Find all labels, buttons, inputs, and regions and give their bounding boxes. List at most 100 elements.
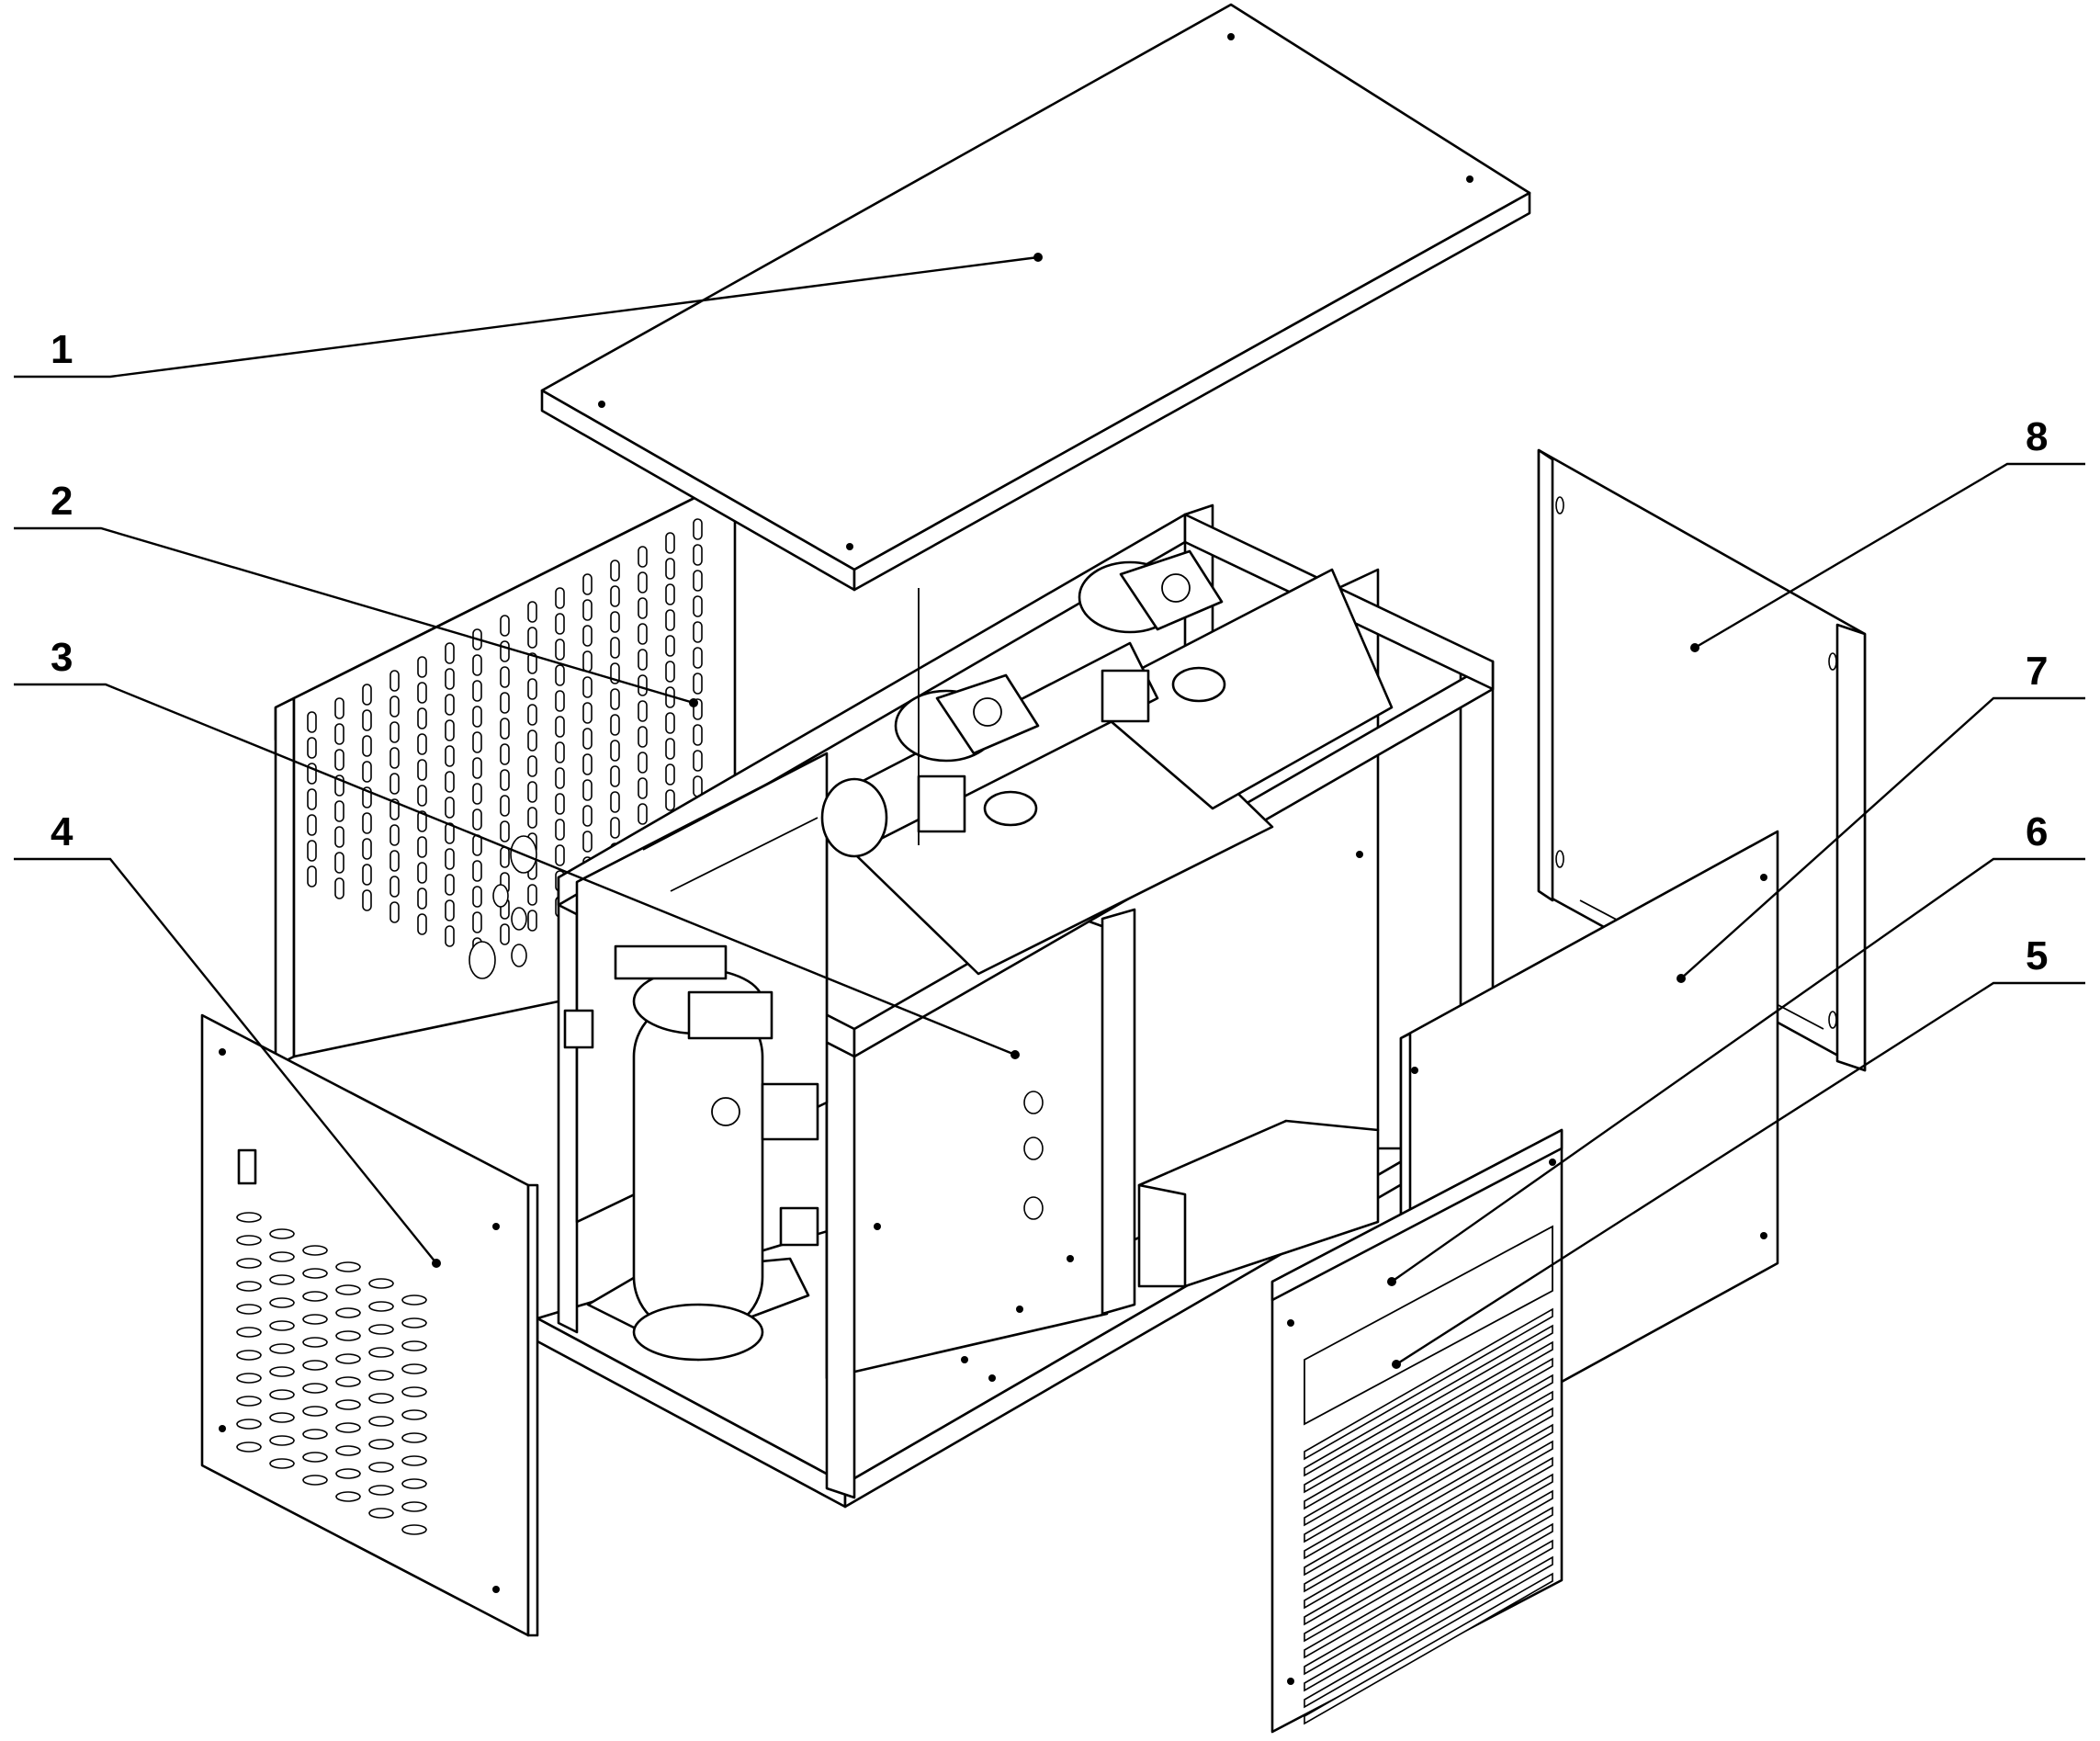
vent-slot <box>527 755 537 777</box>
vent-slot <box>555 664 565 686</box>
vent-slot <box>527 652 537 674</box>
vent-slot <box>302 1475 328 1486</box>
leader-7-dot <box>1677 974 1686 983</box>
vent-slot <box>500 640 510 662</box>
grille-slat <box>1304 1489 1553 1643</box>
leader-3 <box>14 683 1016 1057</box>
vent-slot <box>693 724 703 746</box>
grille-slat <box>1304 1390 1553 1543</box>
vent-slot <box>335 1491 361 1502</box>
grille-slat <box>1304 1357 1553 1510</box>
vent-slot <box>445 694 455 716</box>
vent-slot <box>665 738 675 760</box>
vent-slot <box>638 649 648 671</box>
vent-slot <box>693 518 703 540</box>
vent-slot <box>472 911 482 933</box>
vent-slot <box>269 1435 295 1446</box>
vent-slot <box>368 1416 394 1427</box>
vent-slot <box>368 1301 394 1312</box>
vent-slot <box>555 793 565 815</box>
vent-slot <box>445 719 455 741</box>
callout-4: 4 <box>51 809 73 854</box>
vent-slot <box>307 737 317 759</box>
vent-slot <box>307 711 317 733</box>
vent-slot <box>417 913 427 935</box>
vent-slot <box>334 697 344 719</box>
vent-slot <box>500 743 510 765</box>
grille-slat <box>1304 1555 1553 1709</box>
vent-slot <box>362 684 372 706</box>
vent-slot <box>638 803 648 825</box>
vent-slot <box>236 1350 262 1361</box>
vent-slot <box>638 597 648 619</box>
vent-slot <box>334 723 344 745</box>
vent-slot <box>417 887 427 910</box>
grille-slat <box>1304 1407 1553 1560</box>
vent-slot <box>693 621 703 643</box>
vent-slot <box>368 1462 394 1473</box>
vent-slot <box>269 1458 295 1469</box>
vent-slot <box>302 1360 328 1371</box>
vent-slot <box>472 834 482 856</box>
callout-6: 6 <box>2026 809 2048 854</box>
vent-slot <box>269 1228 295 1239</box>
vent-slot <box>417 862 427 884</box>
vent-slot <box>368 1439 394 1450</box>
vent-slot <box>368 1393 394 1404</box>
compressor-and-controls <box>563 944 819 1362</box>
vent-slot <box>335 1353 361 1364</box>
leader-4 <box>14 857 437 1264</box>
vent-slot <box>582 831 593 853</box>
vent-slot <box>638 571 648 594</box>
vent-slot <box>500 666 510 688</box>
vent-slot <box>445 848 455 870</box>
leader-8 <box>1694 462 2085 650</box>
vent-slot <box>307 865 317 887</box>
callout-labels: 1 2 3 4 5 6 7 8 <box>51 327 2048 978</box>
vent-slot <box>555 613 565 635</box>
vent-slot <box>269 1366 295 1377</box>
vent-slot <box>362 761 372 783</box>
vent-slot <box>334 826 344 848</box>
leader-8-dot <box>1690 643 1699 652</box>
vent-slot <box>417 733 427 755</box>
vent-slot <box>236 1419 262 1430</box>
vent-slot <box>302 1245 328 1256</box>
vent-slot <box>401 1432 427 1443</box>
vent-slot <box>610 585 620 607</box>
vent-slot <box>582 702 593 724</box>
vent-slot <box>527 910 537 932</box>
vent-slot <box>665 532 675 554</box>
vent-slot <box>236 1281 262 1292</box>
leader-2-dot <box>689 698 698 707</box>
vent-slot <box>445 668 455 690</box>
leader-3-dot <box>1010 1050 1020 1059</box>
vent-slot <box>401 1501 427 1512</box>
vent-slot <box>445 797 455 819</box>
vent-slot <box>401 1478 427 1489</box>
vent-slot <box>500 615 510 637</box>
vent-slot <box>555 716 565 738</box>
vent-slot <box>362 735 372 757</box>
vent-slot <box>390 850 400 872</box>
vent-slot <box>335 1261 361 1272</box>
vent-slot <box>472 860 482 882</box>
vent-slot <box>236 1212 262 1223</box>
vent-slot <box>368 1370 394 1381</box>
vent-slot <box>269 1274 295 1285</box>
vent-slot <box>417 785 427 807</box>
grille-slat <box>1304 1423 1553 1577</box>
vent-slot <box>500 820 510 842</box>
callout-7: 7 <box>2026 649 2048 694</box>
vent-slot <box>665 661 675 683</box>
vent-slot <box>401 1294 427 1306</box>
top-lid <box>540 3 1531 845</box>
vent-slot <box>236 1396 262 1407</box>
callout-2: 2 <box>51 479 73 524</box>
evaporator-assembly <box>820 549 1394 976</box>
vent-slot <box>582 573 593 595</box>
grille-slat <box>1304 1440 1553 1593</box>
vent-slot <box>555 587 565 609</box>
vent-slot <box>610 765 620 787</box>
vent-slot <box>368 1324 394 1335</box>
